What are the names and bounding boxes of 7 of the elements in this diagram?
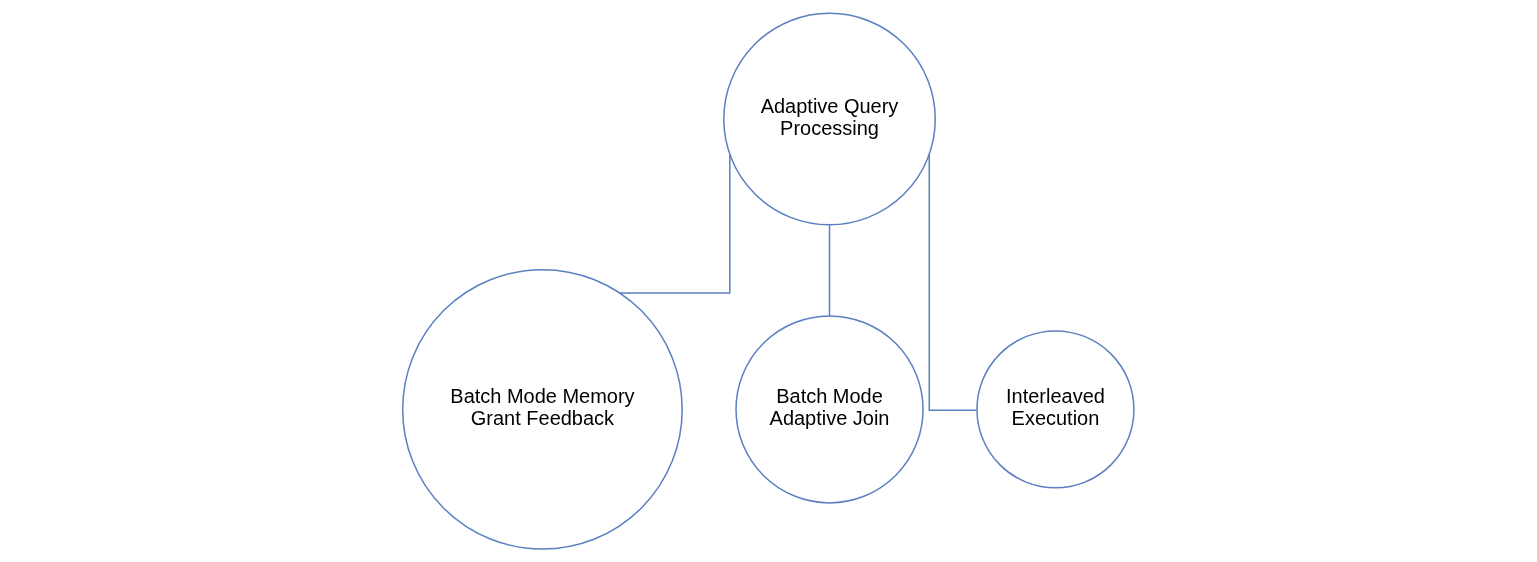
connector bbox=[928, 154, 978, 412]
node-circle: Interleaved Execution bbox=[976, 330, 1135, 489]
node-circle: Batch Mode Adaptive Join bbox=[735, 315, 924, 504]
node-circle: Adaptive Query Processing bbox=[723, 12, 936, 226]
connector bbox=[828, 224, 831, 317]
node-circle: Batch Mode Memory Grant Feedback bbox=[401, 268, 683, 550]
connector bbox=[619, 154, 731, 294]
